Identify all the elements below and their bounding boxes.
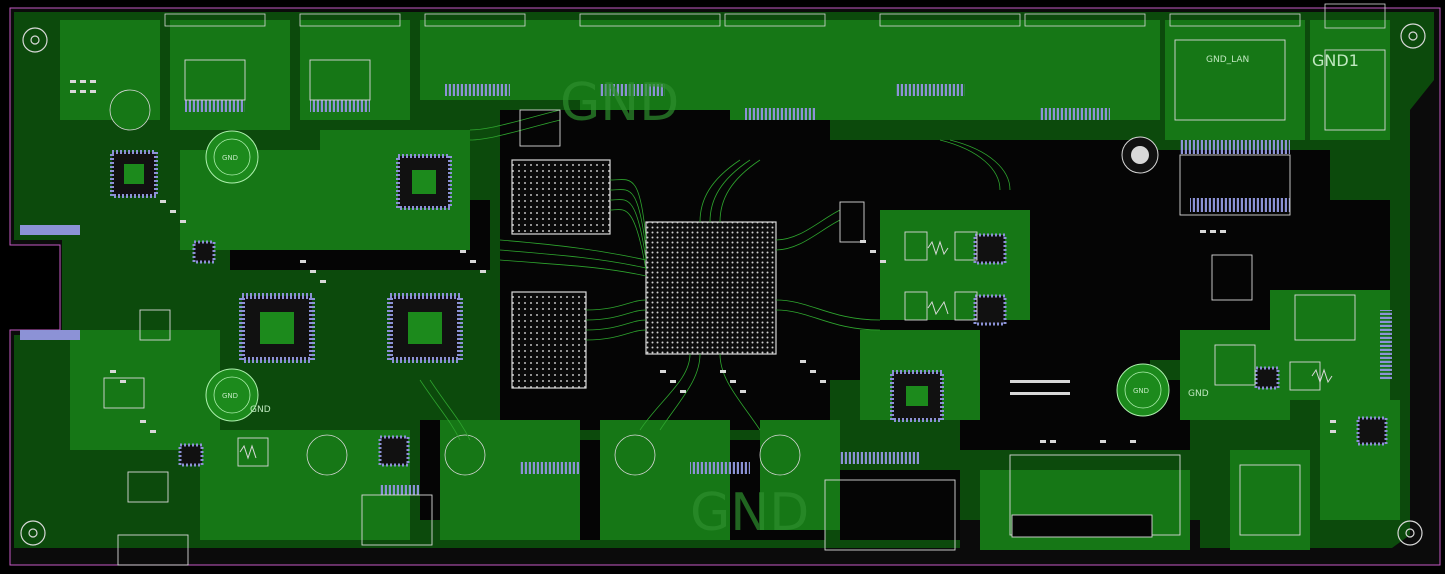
inductors: [239, 240, 1333, 460]
label-gnd-via-3: GND: [1133, 387, 1149, 395]
ic-small-2: [973, 233, 1007, 265]
label-gnd-mid-left: GND: [250, 405, 271, 415]
ic-small-1: [378, 435, 410, 467]
soc-bga: [645, 221, 777, 355]
label-gnd-via-2: GND: [222, 392, 238, 400]
copper-islands: [60, 20, 1400, 550]
memory-chips: [511, 159, 611, 389]
ic-qfn-2: [396, 154, 452, 210]
ic-small-7: [192, 240, 216, 264]
gnd-vias: [109, 89, 1170, 476]
label-gnd-right: GND: [1188, 389, 1209, 399]
ic-qfp-2: [387, 293, 463, 363]
mounting-holes: [20, 23, 1426, 546]
top-connectors: [164, 3, 1386, 29]
label-gnd1: GND1: [1312, 51, 1359, 70]
ic-qfn-3: [890, 370, 944, 422]
connector-pin-rows: [20, 84, 1392, 495]
label-gnd-lan: GND_LAN: [1206, 55, 1249, 65]
ic-qfp-1: [239, 293, 315, 363]
smd-components: [70, 80, 1336, 443]
signal-traces: [419, 109, 1011, 441]
ic-small-4: [1356, 416, 1388, 446]
ic-packages: [110, 150, 1388, 467]
ic-qfn-1: [110, 150, 158, 198]
component-outlines: [103, 39, 1386, 566]
label-gnd-bottom: GND: [690, 483, 809, 543]
gnd-labels: GND GND GND_LAN GND1 GND GND GND GND GND: [222, 51, 1359, 543]
label-gnd-top: GND: [560, 73, 679, 133]
ic-small-5: [178, 443, 204, 467]
ic-small-6: [1254, 366, 1280, 390]
label-gnd-via-1: GND: [222, 154, 238, 162]
ic-small-3: [973, 294, 1007, 326]
